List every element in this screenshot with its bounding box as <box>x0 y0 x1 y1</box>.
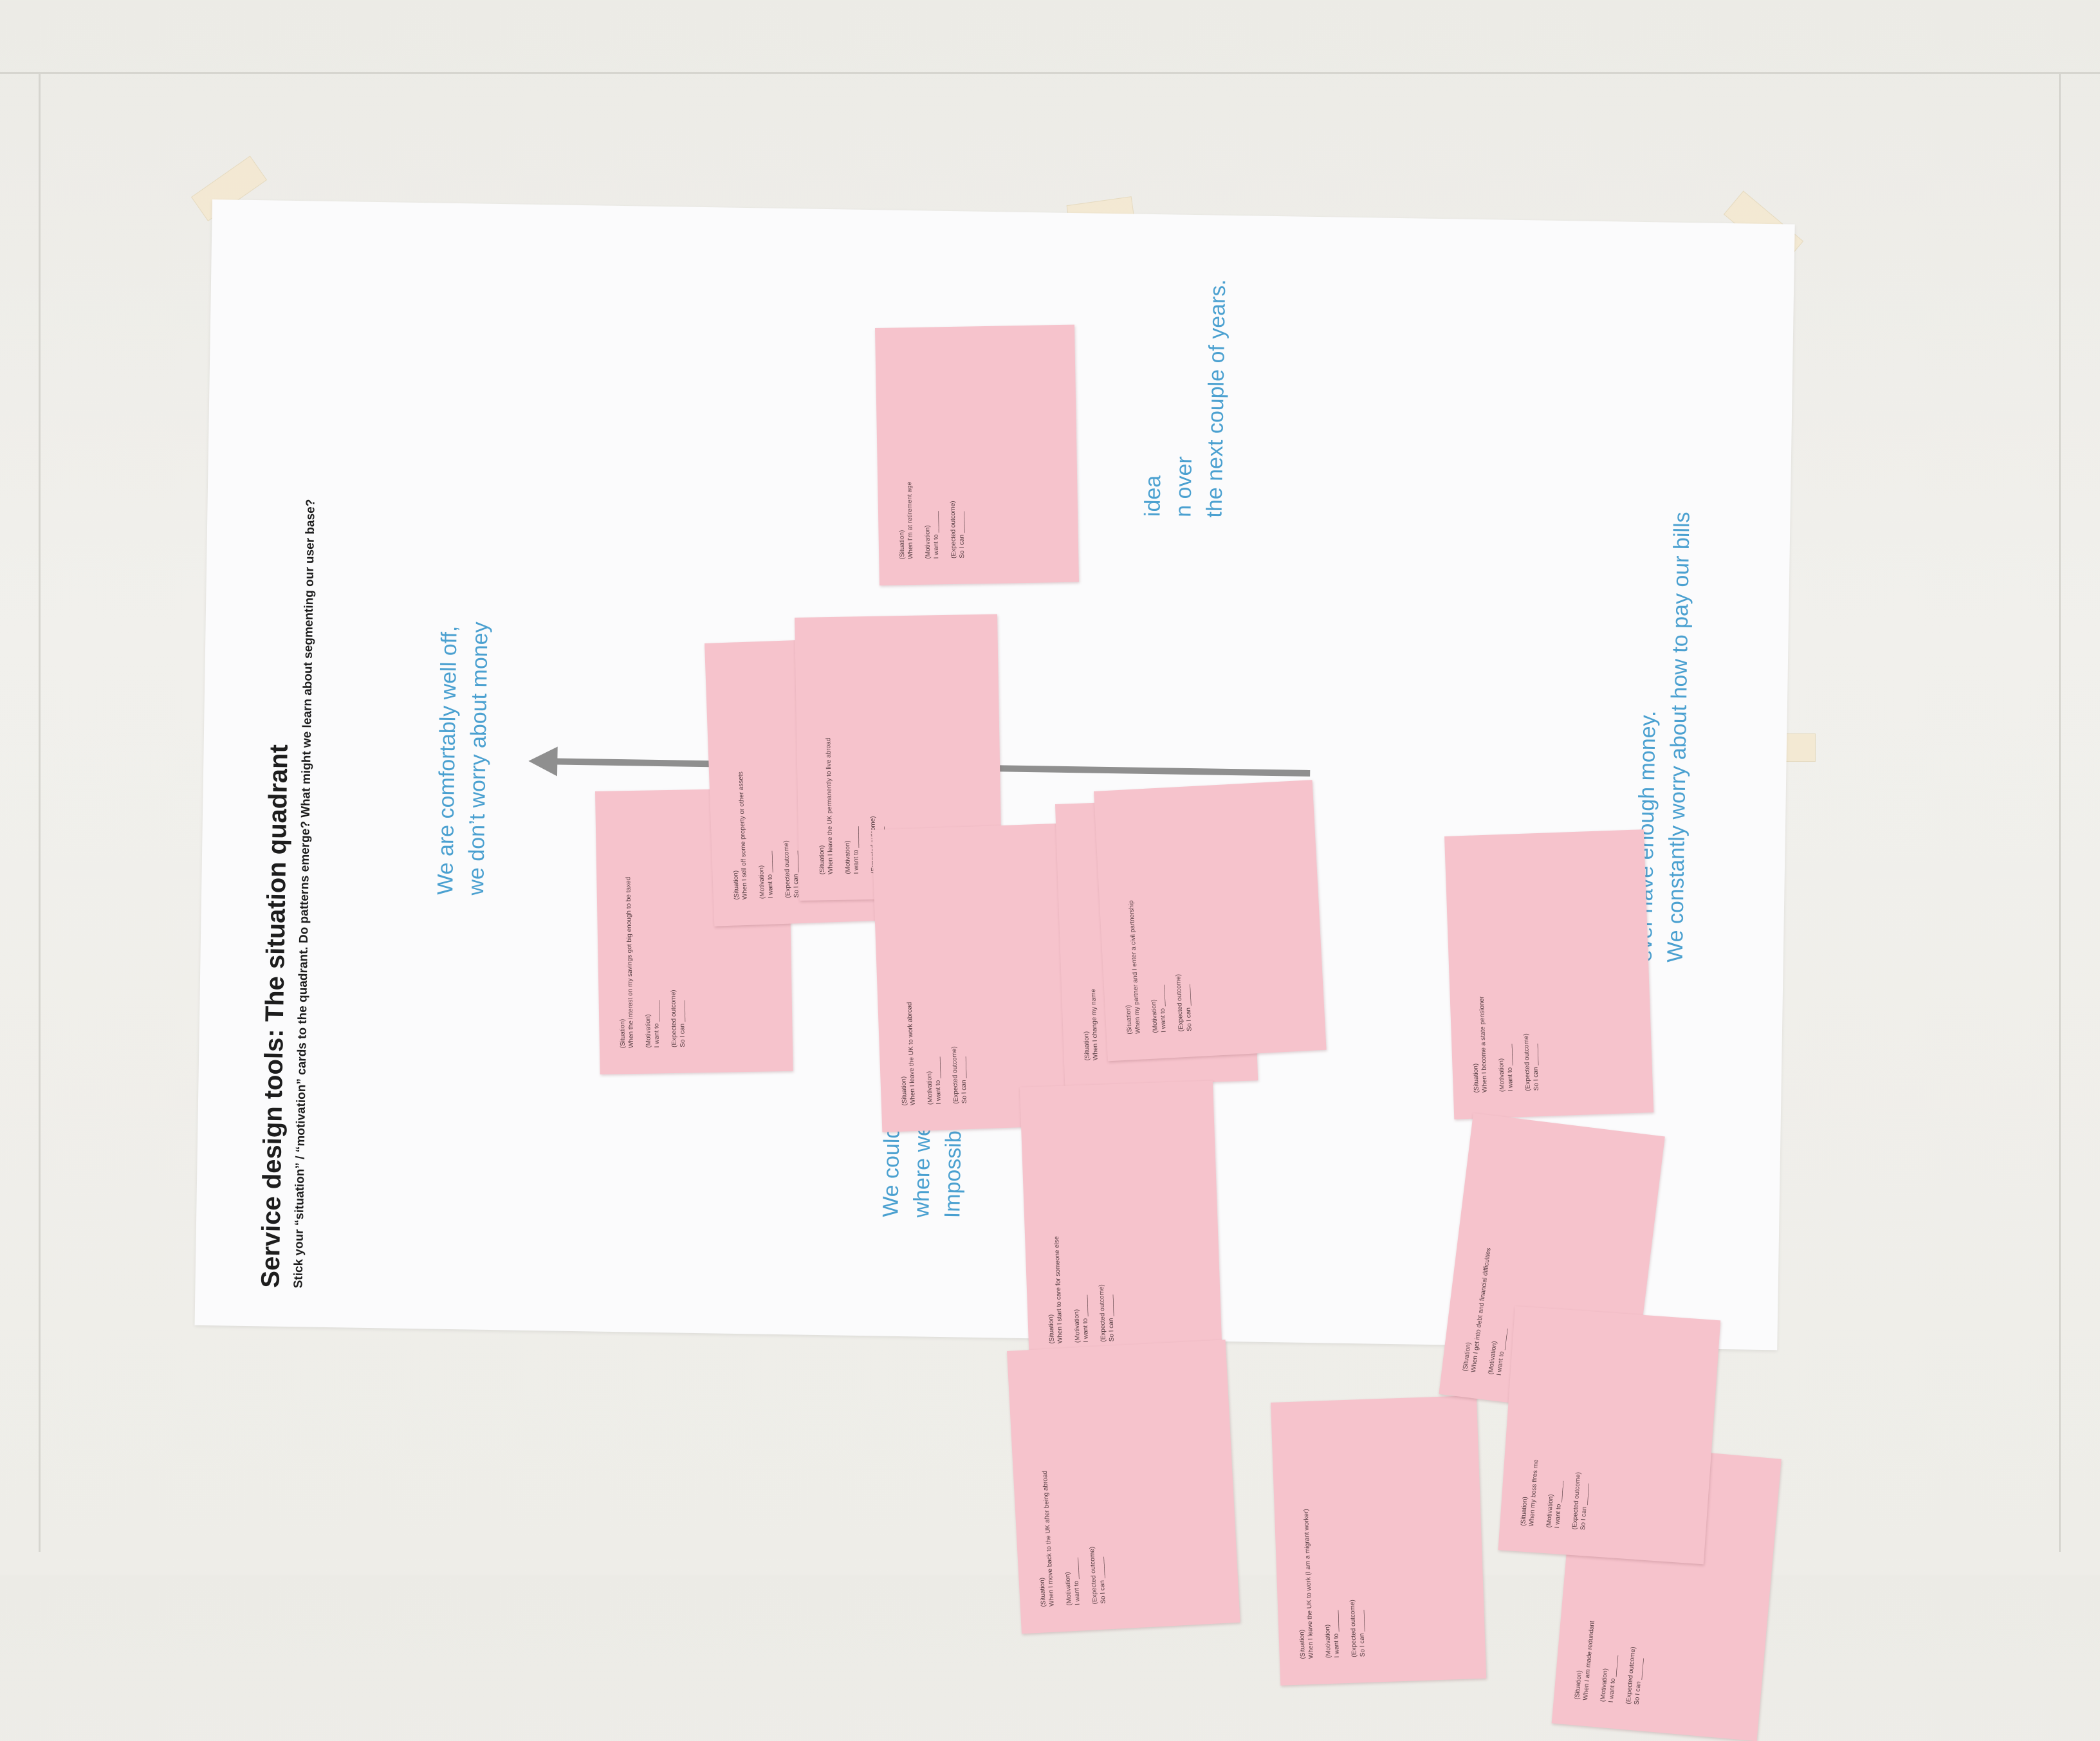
sticky-card: (Situation)When I leave the UK to work (… <box>1271 1395 1487 1686</box>
axis-arrowhead-icon <box>528 746 558 777</box>
label-top-right-line1: idea <box>1140 475 1166 517</box>
sticky-card: (Situation)When my boss fires me(Motivat… <box>1498 1306 1721 1565</box>
sticky-card: (Situation)When my partner and I enter a… <box>1094 780 1327 1062</box>
sticky-card: (Situation)When I start to care for some… <box>1020 1080 1223 1370</box>
label-top-left: We are comfortably well off, we don’t wo… <box>430 621 496 896</box>
label-top-left-line2: we don’t worry about money <box>464 622 493 896</box>
label-top-right-line3: the next couple of years. <box>1202 279 1231 518</box>
label-top-left-line1: We are comfortably well off, <box>433 625 462 896</box>
sticky-card: (Situation)When I move back to the UK af… <box>1007 1340 1240 1634</box>
sticky-card: (Situation)When I become a state pension… <box>1444 829 1654 1119</box>
label-bottom-right-line2: We constantly worry about how to pay our… <box>1663 511 1695 963</box>
poster-title: Service design tools: The situation quad… <box>256 744 293 1288</box>
frame-edge-right <box>2059 72 2061 1552</box>
poster-title-block: Service design tools: The situation quad… <box>256 499 318 1289</box>
label-top-right: idea n over the next couple of years. <box>1137 278 1233 518</box>
label-top-right-line2: n over <box>1171 456 1197 518</box>
frame-edge-top <box>0 72 2100 74</box>
frame-edge-left <box>39 72 41 1552</box>
sticky-card: (Situation)When I'm at retirement age(Mo… <box>875 324 1079 585</box>
